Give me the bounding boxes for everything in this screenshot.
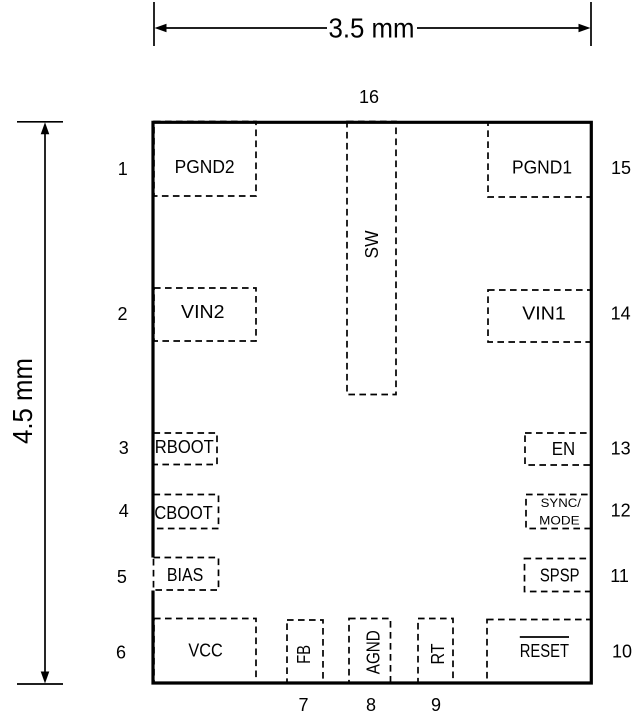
svg-text:AGND: AGND — [363, 630, 383, 674]
svg-text:3.5 mm: 3.5 mm — [329, 13, 415, 44]
svg-text:BIAS: BIAS — [167, 565, 203, 585]
svg-text:6: 6 — [116, 643, 126, 663]
svg-text:1: 1 — [118, 159, 128, 179]
svg-text:14: 14 — [611, 304, 631, 324]
svg-text:3: 3 — [119, 438, 129, 458]
svg-text:PGND2: PGND2 — [175, 157, 235, 177]
svg-text:11: 11 — [610, 566, 629, 586]
svg-text:5: 5 — [117, 567, 127, 587]
svg-text:10: 10 — [612, 642, 632, 662]
svg-text:13: 13 — [611, 439, 631, 459]
svg-text:7: 7 — [298, 695, 308, 715]
svg-text:CBOOT: CBOOT — [154, 503, 212, 523]
svg-text:SW: SW — [362, 230, 382, 258]
svg-text:PGND1: PGND1 — [512, 158, 572, 178]
svg-text:4: 4 — [119, 501, 129, 521]
svg-text:12: 12 — [611, 501, 631, 521]
svg-text:8: 8 — [366, 695, 376, 715]
svg-text:RT: RT — [428, 643, 448, 664]
svg-text:2: 2 — [117, 304, 127, 324]
svg-text:VIN2: VIN2 — [181, 302, 225, 322]
svg-text:16: 16 — [359, 87, 379, 107]
svg-text:RBOOT: RBOOT — [155, 437, 214, 457]
svg-text:SYNC/: SYNC/ — [541, 496, 582, 510]
svg-text:4.5 mm: 4.5 mm — [7, 358, 38, 444]
svg-text:15: 15 — [611, 158, 631, 178]
svg-text:VIN1: VIN1 — [522, 304, 566, 324]
svg-text:MODE: MODE — [539, 513, 579, 527]
svg-text:VCC: VCC — [188, 641, 222, 661]
svg-text:RESET: RESET — [520, 641, 569, 661]
svg-text:SPSP: SPSP — [540, 565, 580, 585]
svg-text:EN: EN — [552, 439, 575, 459]
svg-text:FB: FB — [294, 645, 314, 664]
svg-text:9: 9 — [431, 695, 441, 715]
